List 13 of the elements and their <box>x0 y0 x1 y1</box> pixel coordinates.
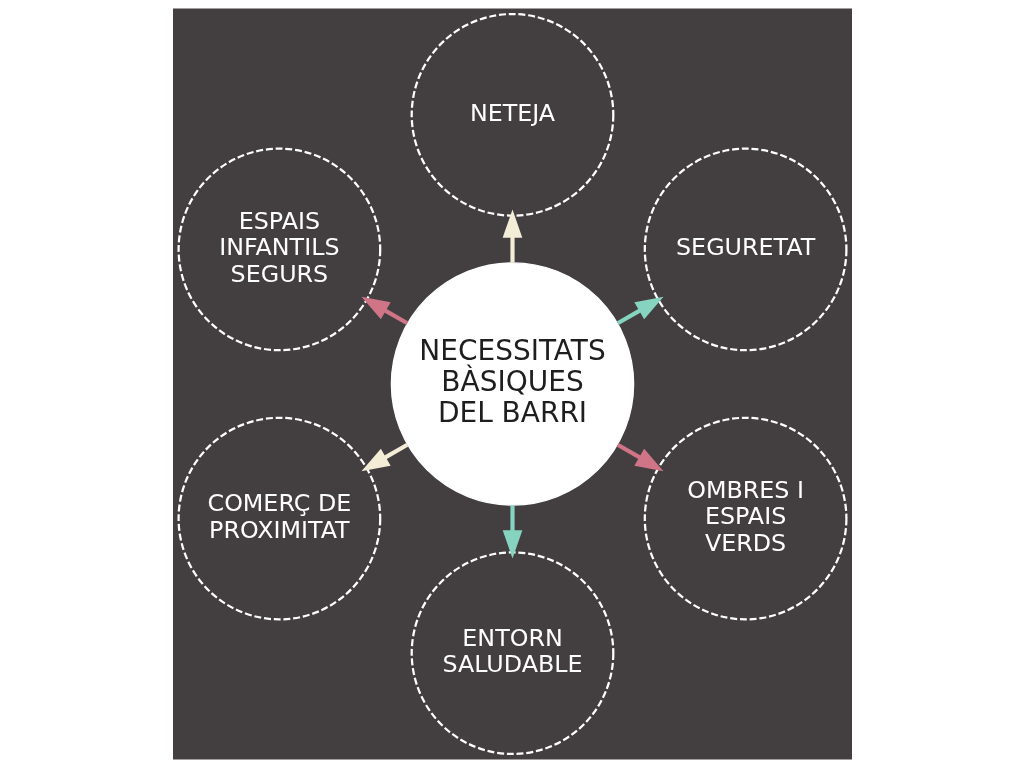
arrow <box>616 442 664 472</box>
node-circle: COMERÇ DE PROXIMITAT <box>177 416 381 621</box>
arrow <box>616 296 664 326</box>
arrow <box>360 296 408 326</box>
node-circle: NETEJA <box>410 12 614 217</box>
node-circle: ESPAIS INFANTILS SEGURS <box>177 147 381 352</box>
node-circle: OMBRES I ESPAIS VERDS <box>643 416 847 621</box>
arrow <box>502 209 522 263</box>
arrow <box>502 505 522 559</box>
node-circle: SEGURETAT <box>643 147 847 352</box>
node-circle: NECESSITATS BÀSIQUES DEL BARRI <box>390 262 634 506</box>
node-circle: ENTORN SALUDABLE <box>410 551 614 756</box>
arrow <box>360 442 408 472</box>
